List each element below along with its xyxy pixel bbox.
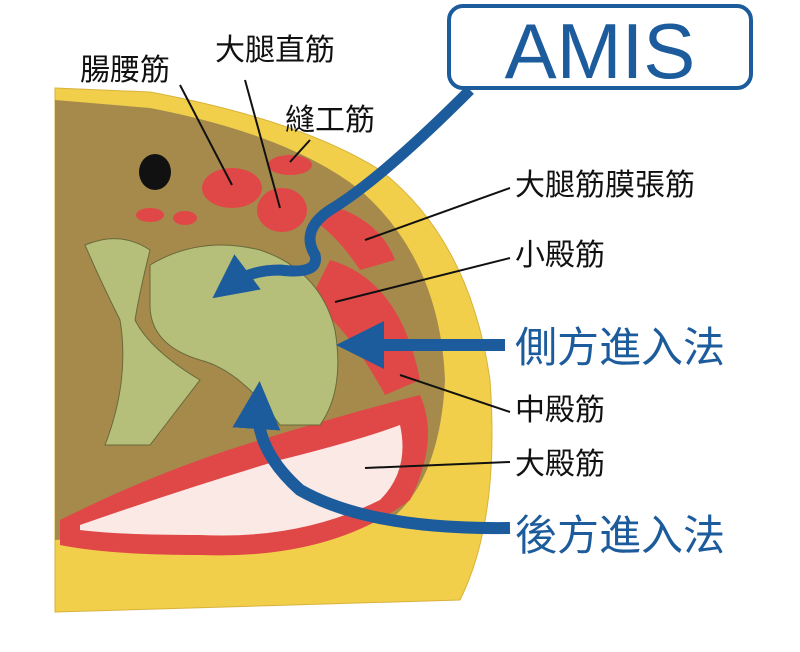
femoral-head <box>149 244 339 426</box>
label-rectus-femoris: 大腿直筋 <box>215 33 335 68</box>
label-lateral-approach: 側方進入法 <box>515 323 725 372</box>
pelvis-bone <box>84 238 201 446</box>
rectus-femoris-shape <box>257 188 307 232</box>
posterior-approach-arrow <box>232 381 511 535</box>
amis-label: AMIS <box>505 7 696 95</box>
label-sartorius: 縫工筋 <box>285 103 375 138</box>
label-gluteus-minimus: 小殿筋 <box>515 238 605 273</box>
label-gluteus-maximus: 大殿筋 <box>515 447 605 482</box>
sartorius-shape <box>268 155 312 175</box>
vessel <box>139 154 171 190</box>
tensor-fasciae-latae-shape <box>320 205 395 270</box>
amis-callout-box <box>447 4 753 90</box>
iliopsoas-shape <box>202 168 262 208</box>
leader-lines <box>179 79 511 469</box>
label-tensor-fasciae-latae: 大腿筋膜張筋 <box>515 168 695 203</box>
label-gluteus-medius: 中殿筋 <box>515 393 605 428</box>
label-iliopsoas: 腸腰筋 <box>80 53 170 88</box>
amis-approach-arrow <box>212 86 474 299</box>
label-posterior-approach: 後方進入法 <box>515 511 725 560</box>
